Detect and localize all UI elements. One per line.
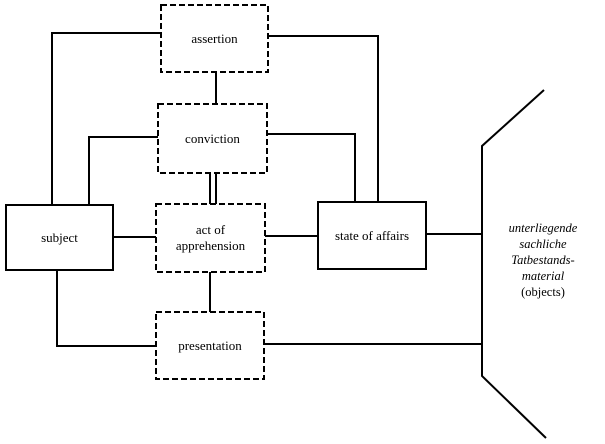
objects-note-line-3: Tatbestands- — [511, 253, 575, 267]
act-of-apprehension-label: act of apprehension — [175, 222, 246, 253]
objects-note-line-4: material — [521, 269, 565, 283]
act-of-apprehension-box — [155, 203, 266, 273]
subject-box — [5, 204, 114, 271]
objects-bracket — [481, 89, 547, 439]
objects-note: unterliegende sachliche Tatbestands- mat… — [498, 220, 588, 300]
connector-subject-conviction — [88, 136, 158, 205]
presentation-box — [155, 311, 265, 380]
subject-label: subject — [41, 229, 78, 245]
assertion-label: assertion — [191, 30, 238, 46]
objects-note-line-2: sachliche — [519, 237, 567, 251]
state-of-affairs-label: state of affairs — [334, 227, 410, 243]
connector-subject-assertion — [51, 32, 161, 205]
connector-conviction-state — [267, 133, 356, 202]
connector-assertion-state — [268, 35, 379, 202]
connector-subject-presentation — [56, 270, 156, 347]
objects-note-line-5: (objects) — [521, 285, 565, 299]
assertion-box — [160, 4, 269, 73]
objects-note-line-1: unterliegende — [508, 221, 578, 235]
presentation-label: presentation — [178, 337, 242, 353]
conviction-box — [157, 103, 268, 174]
conviction-label: conviction — [185, 130, 240, 146]
state-of-affairs-box — [317, 201, 427, 270]
